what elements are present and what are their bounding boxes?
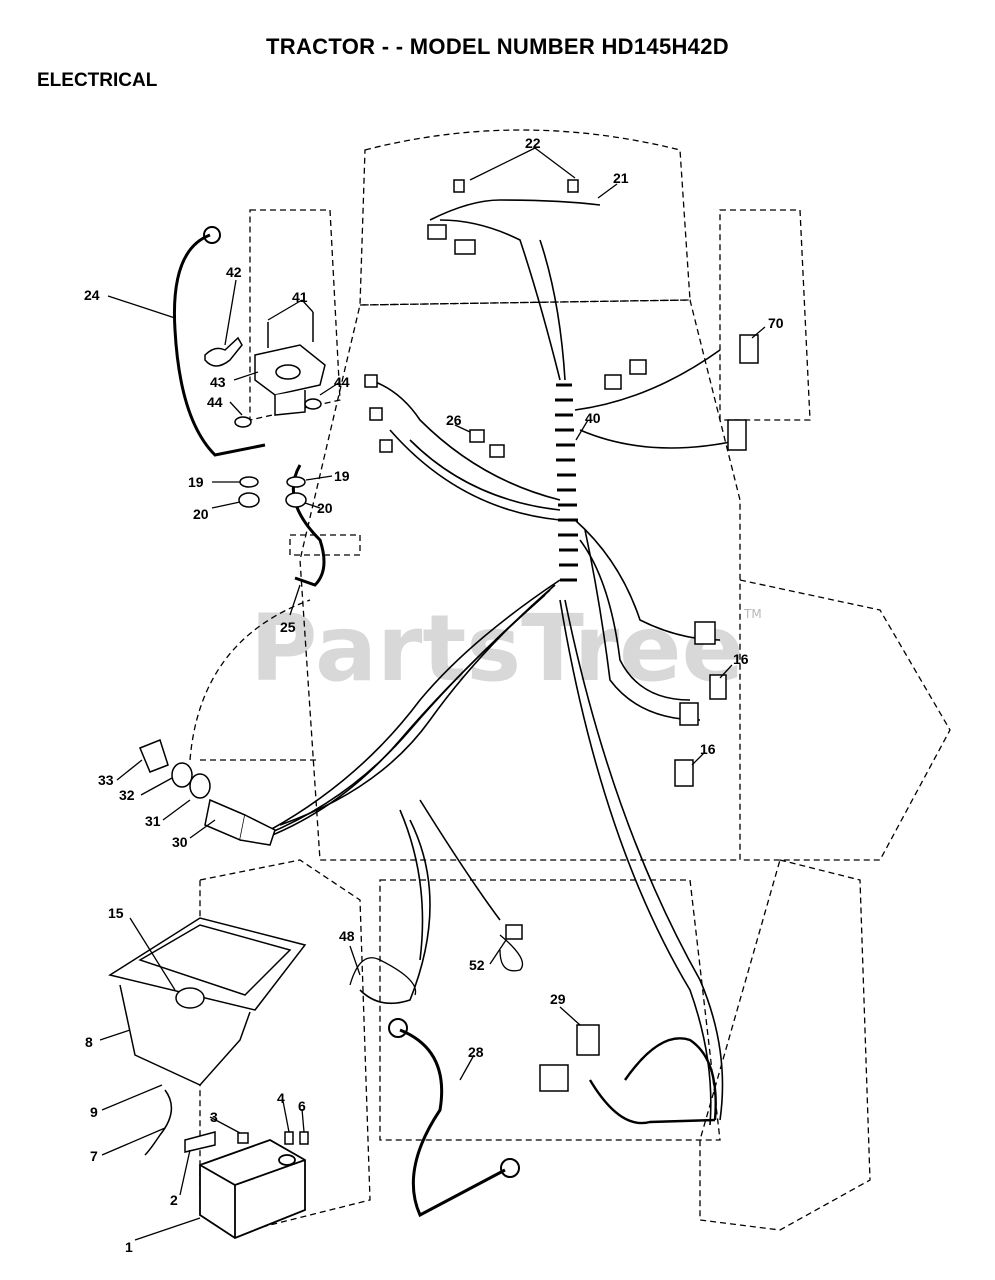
callout-44b: 44 — [334, 374, 350, 390]
page-title: TRACTOR - - MODEL NUMBER HD145H42D — [266, 34, 729, 59]
callout-28: 28 — [468, 1044, 484, 1060]
callout-43: 43 — [210, 374, 226, 390]
washers-19-20 — [238, 476, 307, 508]
callout-42: 42 — [226, 264, 242, 280]
callout-52: 52 — [469, 957, 485, 973]
callouts: 1 2 3 4 6 7 8 9 15 16 16 19 19 20 20 21 … — [84, 135, 784, 1255]
callout-2: 2 — [170, 1192, 178, 1208]
bracket-42 — [204, 336, 243, 367]
callout-21: 21 — [613, 170, 629, 186]
watermark-tm: TM — [743, 607, 762, 621]
callout-48: 48 — [339, 928, 355, 944]
callout-26: 26 — [446, 412, 462, 428]
solenoid — [234, 312, 326, 428]
coil-cord-29 — [588, 1037, 717, 1125]
callout-41: 41 — [292, 289, 308, 305]
callout-19a: 19 — [188, 474, 204, 490]
callout-31: 31 — [145, 813, 161, 829]
callout-22: 22 — [525, 135, 541, 151]
callout-3: 3 — [210, 1109, 218, 1125]
cable-24 — [172, 233, 266, 457]
callout-25: 25 — [280, 619, 296, 635]
callout-70: 70 — [768, 315, 784, 331]
callout-9: 9 — [90, 1104, 98, 1120]
callout-40: 40 — [585, 410, 601, 426]
battery — [199, 1139, 306, 1240]
callout-33: 33 — [98, 772, 114, 788]
callout-4: 4 — [277, 1090, 285, 1106]
callout-8: 8 — [85, 1034, 93, 1050]
callout-6: 6 — [298, 1098, 306, 1114]
callout-16a: 16 — [733, 651, 749, 667]
connectors — [364, 179, 759, 1092]
callout-19b: 19 — [334, 468, 350, 484]
section-label: ELECTRICAL — [37, 70, 158, 91]
cable-28 — [399, 1028, 506, 1218]
callout-1: 1 — [125, 1239, 133, 1255]
battery-box — [108, 917, 307, 1086]
callout-15: 15 — [108, 905, 124, 921]
tractor-outline — [189, 129, 951, 1231]
ignition-parts — [139, 739, 276, 846]
accessory-wires — [349, 934, 524, 996]
watermark: PartsTree — [250, 595, 744, 702]
callout-29: 29 — [550, 991, 566, 1007]
callout-20a: 20 — [193, 506, 209, 522]
wire-harness — [259, 199, 741, 1126]
callout-7: 7 — [90, 1148, 98, 1164]
callout-30: 30 — [172, 834, 188, 850]
callout-20b: 20 — [317, 500, 333, 516]
callout-44a: 44 — [207, 394, 223, 410]
callout-24: 24 — [84, 287, 100, 303]
callout-16b: 16 — [700, 741, 716, 757]
conduit-40 — [555, 383, 578, 582]
leader-lines — [99, 147, 766, 1241]
battery-hardware — [144, 1089, 309, 1156]
callout-32: 32 — [119, 787, 135, 803]
